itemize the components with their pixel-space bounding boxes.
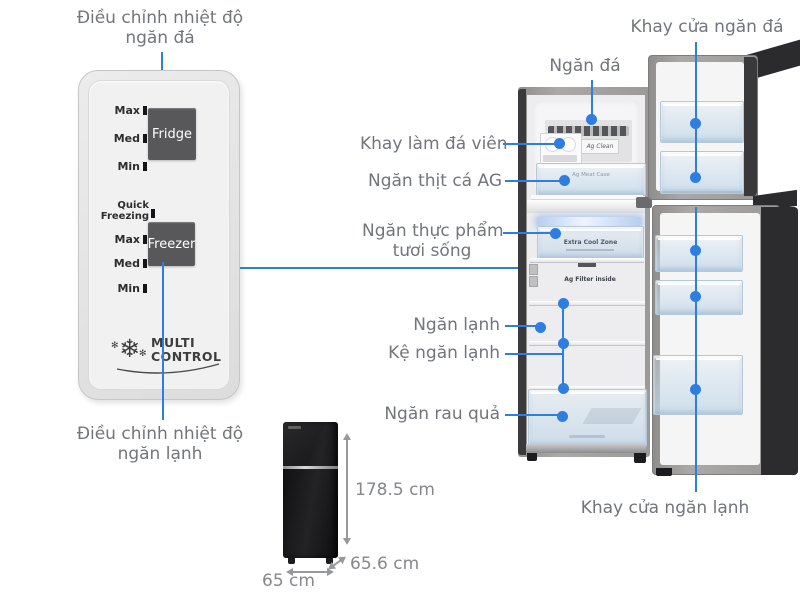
freezer-temp-callout-line1: Điều chỉnh nhiệt độ: [76, 8, 244, 28]
vegetable-drawer: [528, 389, 647, 447]
fridge-temp-callout-line2: ngăn lạnh: [117, 444, 203, 464]
sparkle-icon: ✻: [111, 341, 119, 351]
fridge-level-min: Min: [97, 160, 147, 173]
fridge-door-foot: [656, 468, 672, 476]
leader-line-ke-ngan-lanh: [505, 353, 563, 355]
freezer-door-bin: [660, 101, 744, 143]
callout-khay-lam-da-vien: Khay làm đá viên: [360, 134, 508, 154]
freezer-door-gasket: [744, 57, 757, 196]
quick-freezing-label: Quick Freezing: [100, 200, 149, 222]
freezer-drawer-rail: [531, 195, 643, 200]
compartment-divider: [527, 200, 645, 213]
callout-dot: [554, 138, 565, 149]
fridge-temp-callout: Điều chỉnh nhiệt độ ngăn lạnh: [60, 424, 260, 464]
callout-dot: [558, 383, 569, 394]
leader-line-khay-lam-da-vien: [503, 143, 556, 145]
leader-line-ngan-thit-ca: [505, 180, 561, 182]
callout-dot: [558, 298, 569, 309]
callout-dot: [586, 114, 597, 125]
leader-line-ngan-da: [591, 80, 593, 116]
freezer-temp-callout-line2: ngăn đá: [125, 28, 195, 48]
callout-dot: [690, 245, 701, 256]
callout-ngan-lanh: Ngăn lạnh: [413, 315, 500, 335]
hinge-bump: [529, 276, 538, 287]
mini-fridge-photo: [283, 422, 338, 558]
callout-ke-ngan-lanh: Kệ ngăn lạnh: [388, 343, 500, 363]
fridge-level-max: Max: [97, 104, 147, 117]
freezer-temp-callout: Điều chỉnh nhiệt độ ngăn đá: [60, 8, 260, 48]
control-panel-face: Max Med Min Fridge Quick Freezing Max Me…: [88, 80, 230, 390]
vent-grille: [548, 126, 629, 136]
ag-filter-tab: [578, 263, 596, 267]
callout-dot: [558, 338, 569, 349]
quick-freezing-indicator: [151, 209, 155, 218]
leader-line-panel-to-fridge: [240, 267, 530, 269]
vegetable-drawer-detail: [569, 435, 605, 438]
kick-plate: [526, 444, 646, 453]
fridge-door-bin: [655, 280, 743, 315]
leader-line-freezer-button: [162, 262, 164, 420]
freezer-level-med: Med: [97, 257, 147, 270]
width-dimension-arrow: [286, 568, 334, 576]
shelf: [529, 341, 645, 346]
freezer-door-bin: [660, 151, 744, 194]
ag-filter-badge: Ag Filter inside: [564, 276, 616, 283]
width-dimension-label: 65 cm: [262, 571, 315, 591]
callout-khay-cua-ngan-lanh: Khay cửa ngăn lạnh: [580, 498, 750, 518]
door-hinge-middle: [636, 197, 652, 208]
mini-fridge-logo-mark: [288, 426, 301, 429]
extra-cool-zone-subtext: [566, 249, 614, 251]
leader-line-ngan-thuc-pham: [503, 232, 552, 234]
leader-line-ngan-rau-qua: [505, 414, 559, 416]
callout-ngan-thuc-pham: Ngăn thực phẩm tươi sống: [362, 221, 504, 261]
depth-dimension-label: 65.6 cm: [350, 554, 420, 574]
freezer-button: Freezer: [148, 222, 195, 266]
vegetable-drawer-reflection: [582, 408, 642, 424]
fridge-foot: [527, 453, 537, 461]
freezer-level-min: Min: [97, 282, 147, 295]
mini-fridge-foot: [326, 558, 333, 564]
callout-dot: [690, 118, 701, 129]
ice-tray-base: [543, 155, 577, 162]
callout-dot: [550, 228, 561, 239]
callout-dot: [559, 175, 570, 186]
leader-line-khay-cua-ngan-da: [695, 42, 697, 176]
callout-ngan-rau-qua: Ngăn rau quả: [384, 404, 500, 424]
mini-fridge-handle-strip: [283, 466, 338, 469]
leader-line-khay-cua-ngan-lanh: [695, 207, 697, 492]
hinge-bump: [529, 264, 538, 275]
callout-dot: [557, 411, 568, 422]
logo-underline-swoosh: [116, 363, 220, 374]
shelf: [530, 258, 644, 263]
callout-dot: [690, 291, 701, 302]
callout-dot: [690, 172, 701, 183]
leader-line-ngan-lanh: [505, 325, 537, 327]
callout-khay-cua-ngan-da: Khay cửa ngăn đá: [630, 17, 784, 37]
fridge-temp-callout-line1: Điều chỉnh nhiệt độ: [76, 424, 244, 444]
callout-ngan-thit-ca: Ngăn thịt cá AG: [367, 171, 502, 191]
fridge-cabinet-left-edge: [518, 89, 526, 455]
ag-clean-badge: Ag Clean: [581, 139, 619, 154]
fridge-door-outer-panel: [761, 207, 798, 475]
callout-dot: [535, 322, 546, 333]
freezer-level-max: Max: [97, 233, 147, 246]
mini-fridge-foot: [288, 558, 295, 564]
fridge-button: Fridge: [148, 108, 196, 160]
fridge-level-med: Med: [97, 132, 147, 145]
snowflake-icon: ❄: [119, 334, 140, 363]
temperature-control-panel: Max Med Min Fridge Quick Freezing Max Me…: [78, 70, 240, 400]
shelf: [529, 301, 645, 306]
multi-control-logo: MULTI CONTROL: [151, 335, 222, 364]
mini-fridge-door-gloss: [283, 422, 338, 466]
callout-ngan-da: Ngăn đá: [549, 56, 621, 76]
height-dimension-label: 178.5 cm: [355, 480, 435, 500]
fridge-foot: [634, 453, 646, 463]
height-dimension-arrow: [343, 433, 351, 545]
callout-dot: [690, 384, 701, 395]
led-strip: [537, 217, 641, 226]
sparkle-icon: ✻: [139, 349, 147, 359]
